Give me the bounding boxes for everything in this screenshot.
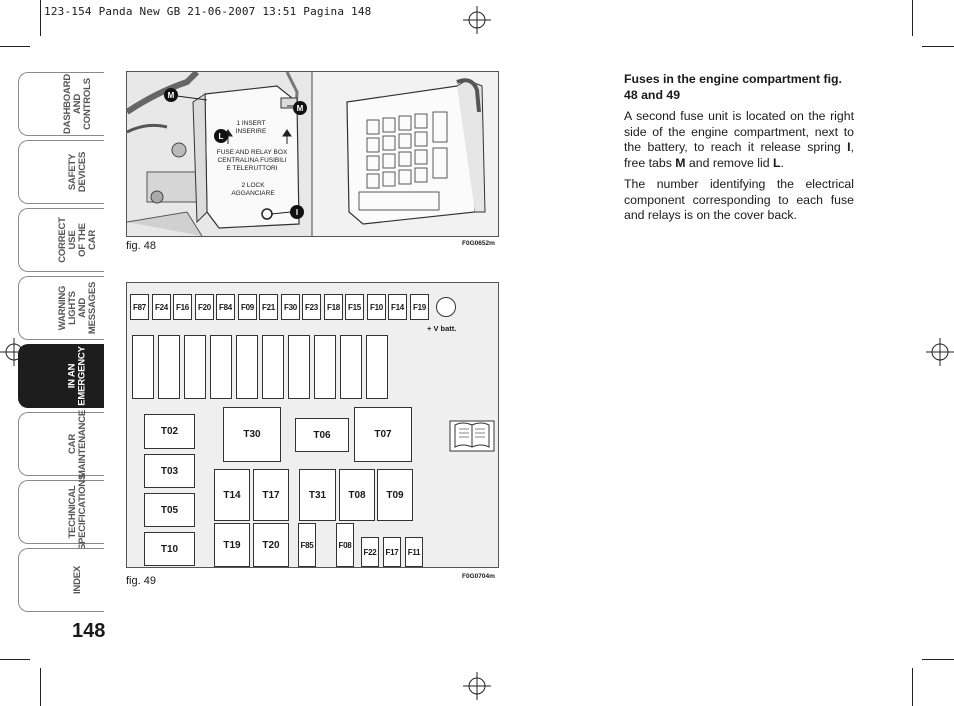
fuse-f10: F10 [367,294,386,320]
figure-48: 1 INSERT INSERIRE FUSE AND RELAY BOX CEN… [126,71,499,237]
crop-mark [922,46,954,47]
lid-lock-label: 2 LOCK AGGANCIARE [231,182,275,197]
relay-t30: T30 [223,407,281,462]
relay-t07: T07 [354,407,412,462]
fuse-f24: F24 [152,294,171,320]
tab-warning-lights[interactable]: WARNING LIGHTS AND MESSAGES [18,276,104,340]
relay-t06: T06 [295,418,349,452]
fuse-f23: F23 [302,294,321,320]
relay-t03: T03 [144,454,195,488]
callout-m-left: M [164,88,178,102]
tab-technical-specifications[interactable]: TECHNICAL SPECIFICATIONS [18,474,104,550]
crop-mark [922,659,954,660]
empty-fuse-slot [262,335,284,399]
fuse-f84: F84 [216,294,235,320]
callout-m-right: M [293,101,307,115]
empty-fuse-slot [236,335,258,399]
tab-dashboard-and-controls[interactable]: DASHBOARD AND CONTROLS [18,72,104,136]
fuse-f09: F09 [238,294,257,320]
crop-mark [0,659,30,660]
article-paragraph-2: The number identifying the electrical co… [624,177,854,222]
figure-48-code: F0G0652m [462,240,495,247]
fuse-f15: F15 [345,294,364,320]
relay-t09: T09 [377,469,413,521]
article: Fuses in the engine compartment fig. 48 … [624,72,854,230]
tab-index[interactable]: INDEX [18,548,104,612]
fuse-f20: F20 [195,294,214,320]
battery-terminal-icon [436,297,456,317]
relay-t10: T10 [144,532,195,566]
fuse-f19: F19 [410,294,429,320]
callout-l: L [214,129,228,143]
crop-mark [0,46,30,47]
fuse-f08: F08 [336,523,354,567]
relay-t02: T02 [144,414,195,449]
fuse-f85: F85 [298,523,316,567]
article-paragraph-1: A second fuse unit is located on the rig… [624,109,854,170]
figure-48-caption: fig. 48 [126,240,156,252]
fuse-f17: F17 [383,537,401,567]
relay-t14: T14 [214,469,250,521]
page-number: 148 [72,620,106,642]
crop-mark [912,0,913,36]
figure-49-caption: fig. 49 [126,575,156,587]
relay-t17: T17 [253,469,289,521]
registration-mark-icon [463,6,491,34]
tab-correct-use[interactable]: CORRECT USE OF THE CAR [18,208,104,272]
fuse-f16: F16 [173,294,192,320]
callout-i: I [290,205,304,219]
empty-fuse-slot [340,335,362,399]
empty-fuse-slot [288,335,310,399]
registration-mark-icon [463,672,491,700]
lid-insert-label: 1 INSERT INSERIRE [235,120,267,135]
fuse-f30: F30 [281,294,300,320]
empty-fuse-slot [132,335,154,399]
fuse-f22: F22 [361,537,379,567]
lid-box-label: FUSE AND RELAY BOX CENTRALINA FUSIBILI E… [216,149,288,172]
fuse-f87: F87 [130,294,149,320]
fuse-f21: F21 [259,294,278,320]
registration-mark-icon [926,338,954,366]
tab-safety-devices[interactable]: SAFETY DEVICES [18,140,104,204]
figure-49-fuse-diagram: F87 F24 F16 F20 F84 F09 F21 F30 F23 F18 … [126,282,499,568]
fuse-f14: F14 [388,294,407,320]
relay-t20: T20 [253,523,289,567]
relay-t19: T19 [214,523,250,567]
crop-mark [912,668,913,706]
engine-compartment-illustration [127,72,498,236]
fuse-f18: F18 [324,294,343,320]
figure-49-code: F0G0704m [462,573,495,580]
fuse-f11: F11 [405,537,423,567]
tab-car-maintenance[interactable]: CAR MAINTENANCE [18,410,104,478]
print-header: 123-154 Panda New GB 21-06-2007 13:51 Pa… [44,5,372,18]
empty-fuse-slot [210,335,232,399]
battery-terminal-label: + V batt. [427,324,457,333]
empty-fuse-slot [314,335,336,399]
tab-in-an-emergency[interactable]: IN AN EMERGENCY [18,344,104,408]
relay-t31: T31 [299,469,336,521]
relay-t08: T08 [339,469,375,521]
manual-book-icon [449,420,495,452]
crop-mark [40,668,41,706]
empty-fuse-slot [184,335,206,399]
article-title: Fuses in the engine compartment fig. 48 … [624,72,842,102]
relay-t05: T05 [144,493,195,527]
empty-fuse-slot [366,335,388,399]
empty-fuse-slot [158,335,180,399]
crop-mark [40,0,41,36]
